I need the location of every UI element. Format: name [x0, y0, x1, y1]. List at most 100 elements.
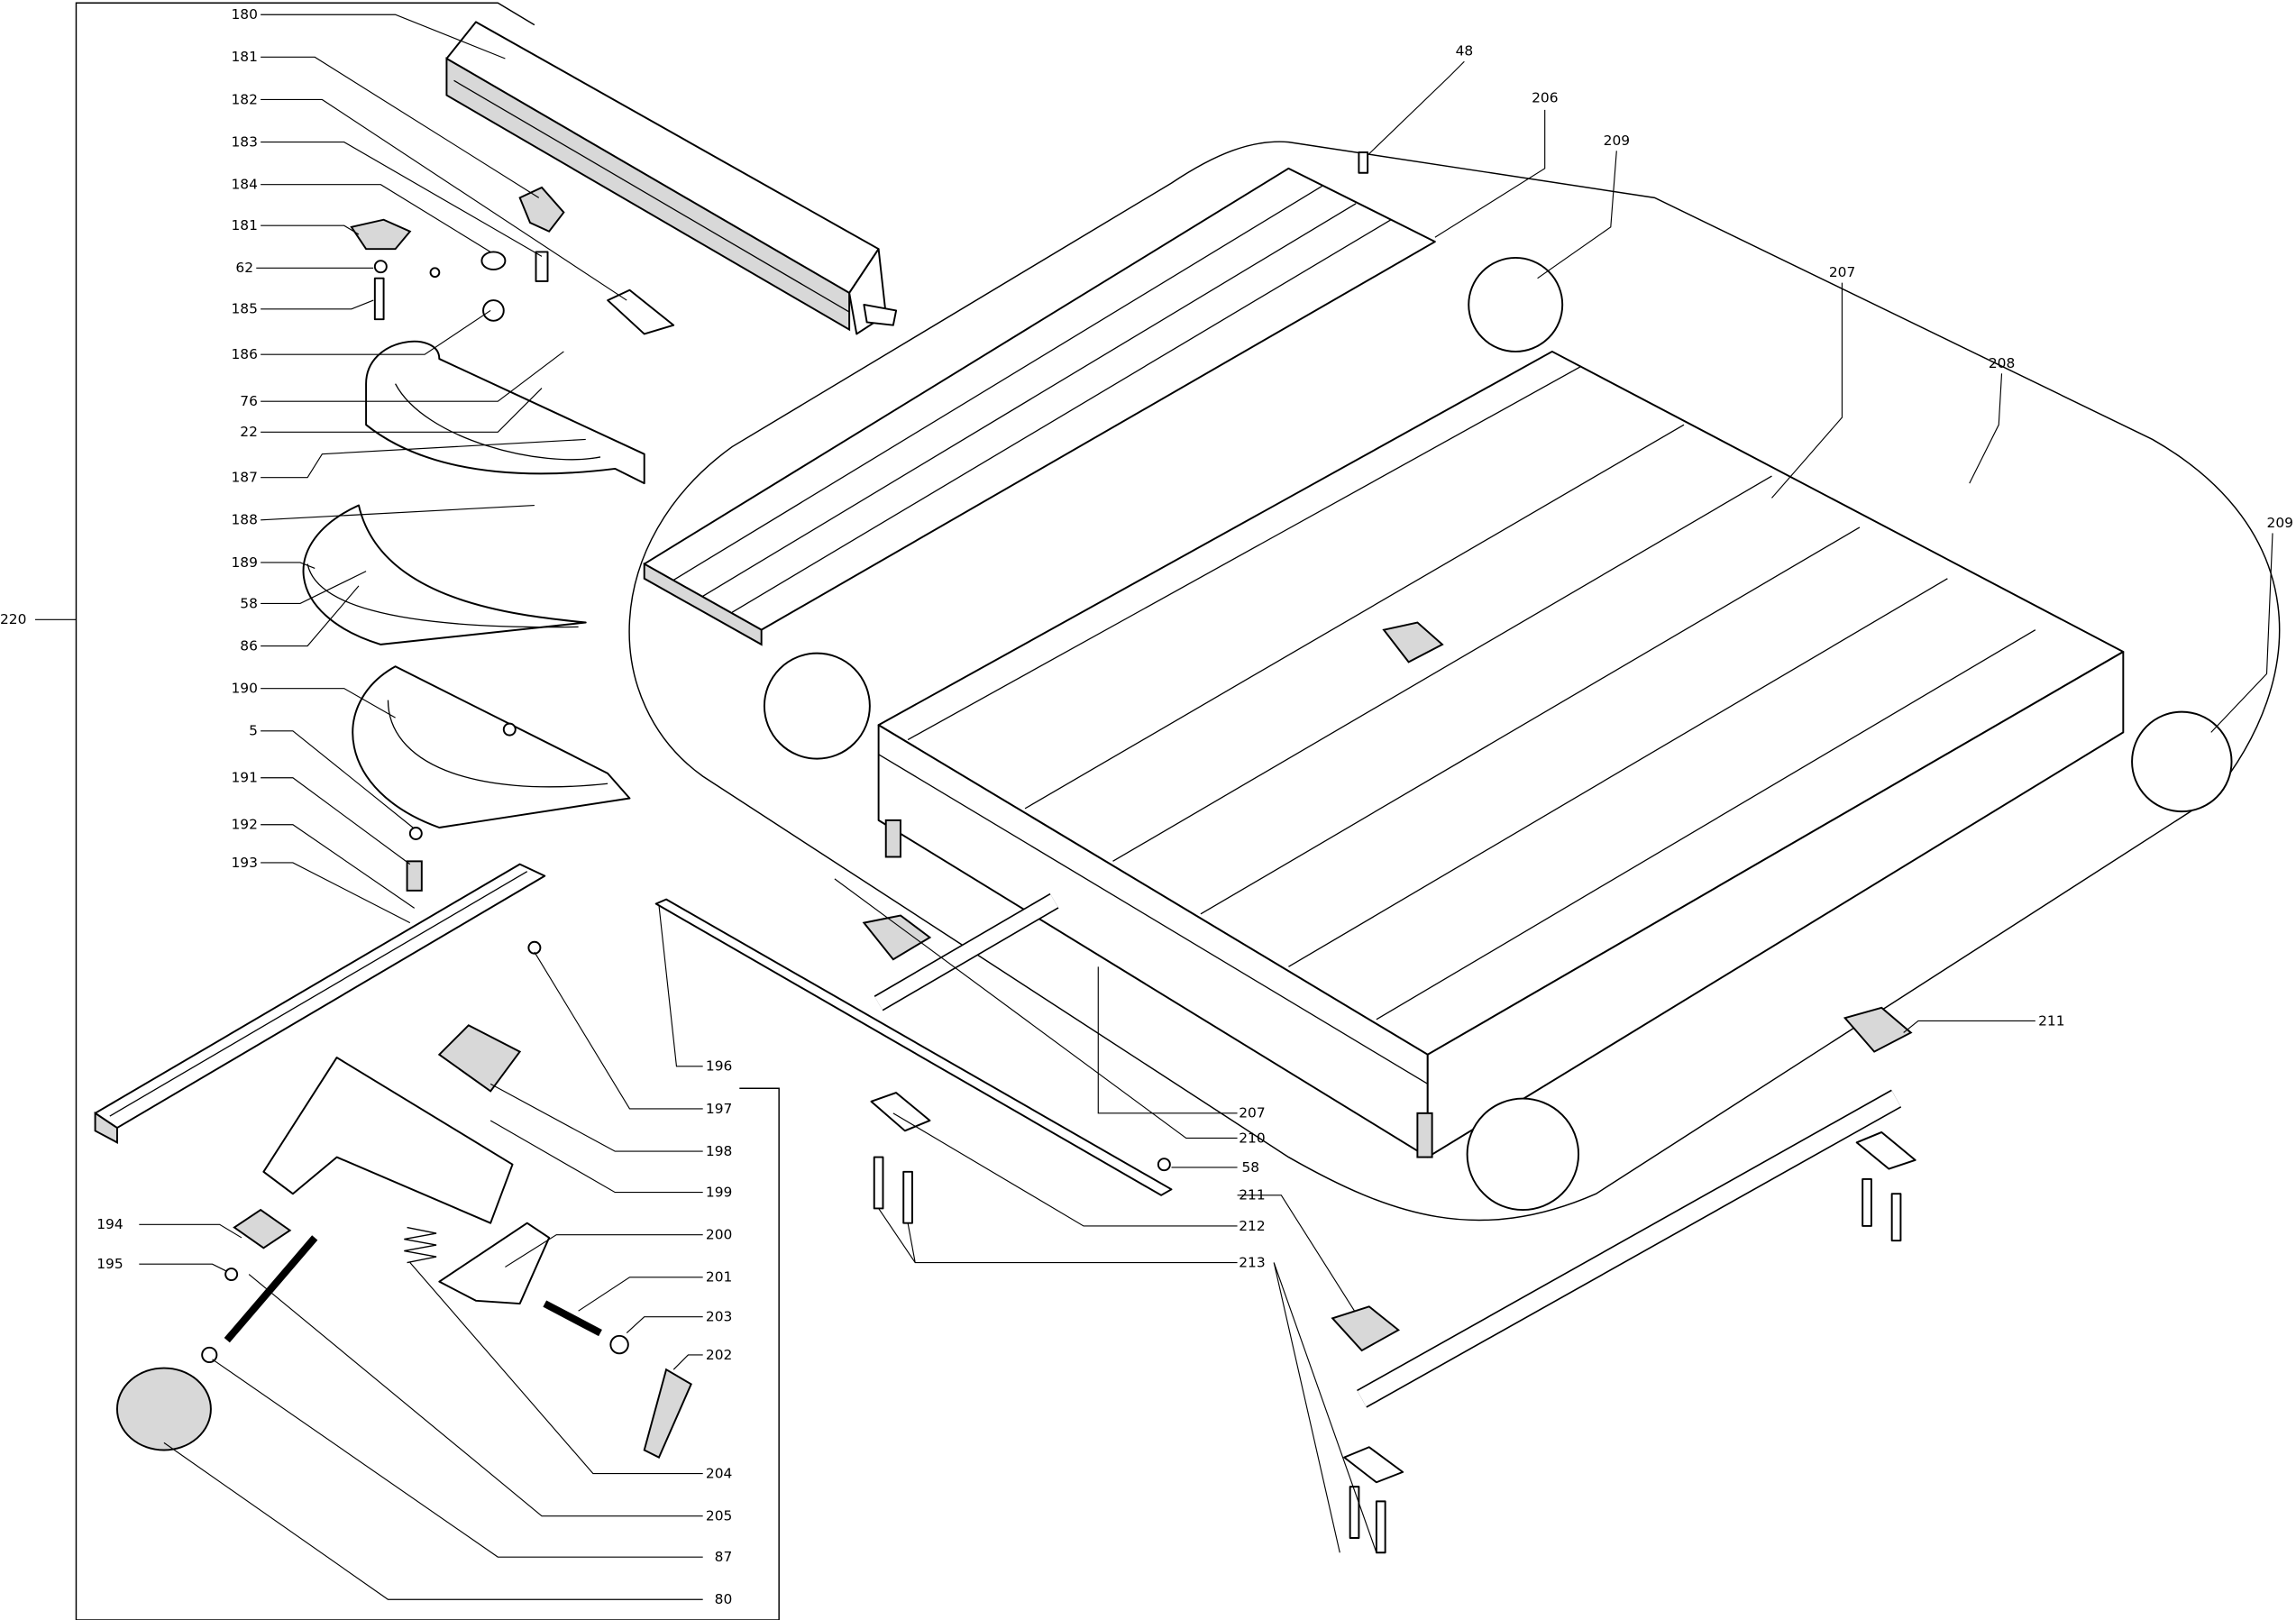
assembly-bracket-220: [75, 2, 780, 1620]
callout-label: 207: [1829, 264, 1855, 280]
bracket-211b: [1331, 1305, 1401, 1352]
callout-label: 204: [706, 1465, 732, 1481]
callout-label: 5: [249, 723, 258, 739]
carrier-199: [262, 1057, 514, 1224]
detail-circle-209: [1468, 256, 1564, 352]
callout-label: 202: [706, 1347, 732, 1363]
bolt-right: [1861, 1177, 1872, 1227]
screw: [429, 267, 441, 279]
callout-label: 208: [1989, 355, 2015, 371]
extension-panel: [643, 167, 1436, 646]
knob-184: [480, 251, 507, 270]
nut-195: [224, 1268, 239, 1282]
miter-head: [352, 665, 631, 828]
washer-203: [609, 1334, 629, 1355]
detail-circle-bottom: [1466, 1097, 1580, 1212]
miter-bar: [94, 863, 546, 1144]
clamp-182: [607, 288, 675, 335]
callout-label: 206: [1532, 90, 1558, 106]
nut-87: [201, 1346, 218, 1364]
leader-lines: [139, 14, 2273, 1600]
callout-label: 76: [240, 393, 258, 409]
bolt-right-b: [1890, 1193, 1902, 1242]
callout-label: 184: [231, 177, 257, 193]
callout-label: 210: [1239, 1130, 1265, 1146]
bolt-213c: [1349, 1486, 1360, 1539]
clamp-200: [438, 1222, 551, 1305]
callout-label: 22: [240, 424, 258, 440]
bracket-211c: [1843, 1006, 1913, 1053]
knob-181: [518, 186, 565, 233]
callout-label: 181: [231, 49, 257, 65]
callout-label: 198: [706, 1143, 732, 1159]
callout-label: 183: [231, 133, 257, 150]
callout-label: 209: [1604, 133, 1630, 149]
callout-label: 211: [1239, 1187, 1265, 1204]
callout-label: 209: [2267, 515, 2293, 531]
ball-5: [408, 827, 423, 840]
bolt-213d: [1375, 1500, 1386, 1554]
nut-197: [527, 940, 542, 955]
table-assembly-outline: [628, 141, 2281, 1222]
callout-label: 86: [240, 637, 258, 654]
callout-label: 213: [1239, 1254, 1265, 1270]
bracket-198: [437, 1024, 522, 1093]
rod-lower-fill: [1357, 1091, 1901, 1407]
pin-183: [535, 251, 549, 282]
scale-strip: [654, 898, 1173, 1196]
nut-58: [1157, 1158, 1171, 1172]
bushing-191: [406, 860, 423, 892]
callout-label: 193: [231, 855, 257, 871]
washer-62: [373, 260, 388, 274]
plate-212b: [1343, 1446, 1404, 1484]
miter-plate: [365, 340, 645, 485]
callout-label: 185: [231, 301, 257, 317]
callout-label: 211: [2038, 1012, 2064, 1029]
callout-label: 180: [231, 6, 257, 23]
callout-label: 48: [1456, 43, 1474, 59]
knob-80: [115, 1367, 212, 1451]
callout-label: 220: [0, 611, 26, 627]
callout-label: 58: [240, 595, 258, 611]
rod-205: [224, 1235, 318, 1343]
callout-label: 207: [1239, 1105, 1265, 1121]
rip-fence: [445, 21, 898, 335]
bracket-top: [1382, 621, 1444, 664]
callout-label: 197: [706, 1101, 732, 1117]
bolt-213: [873, 1156, 884, 1210]
callout-label: 187: [231, 470, 257, 486]
callout-label: 190: [231, 681, 257, 697]
plate-212: [870, 1092, 931, 1132]
callout-label: 189: [231, 554, 257, 571]
spring-204: [404, 1226, 437, 1264]
clip-194: [233, 1208, 292, 1249]
callout-label: 181: [231, 217, 257, 233]
callout-label: 58: [1241, 1159, 1259, 1176]
callout-label: 201: [706, 1269, 732, 1286]
screw-48: [1358, 151, 1369, 174]
rod-210-upper-fill: [874, 894, 1058, 1010]
callout-label: 205: [706, 1508, 732, 1524]
callout-label: 87: [715, 1549, 733, 1565]
pin-185: [373, 277, 385, 321]
callout-label: 194: [96, 1216, 123, 1232]
callout-label: 196: [706, 1058, 732, 1075]
callout-label: 200: [706, 1227, 732, 1243]
callout-label: 182: [231, 91, 257, 107]
callout-label: 62: [235, 260, 253, 276]
plate-212c: [1855, 1130, 1916, 1170]
callout-label: 212: [1239, 1218, 1265, 1234]
detail-circle-left: [763, 652, 871, 760]
bolt-213b: [902, 1170, 913, 1224]
callout-label: 199: [706, 1184, 732, 1200]
star-knob-181: [350, 218, 412, 251]
main-table: [877, 350, 2125, 1158]
bracket-211: [862, 914, 932, 961]
callout-label: 195: [96, 1256, 123, 1272]
callout-label: 192: [231, 817, 257, 833]
callout-label: 80: [715, 1591, 733, 1607]
callout-label: 203: [706, 1309, 732, 1325]
detail-circle-209b: [2131, 710, 2233, 813]
callout-label: 186: [231, 346, 257, 362]
